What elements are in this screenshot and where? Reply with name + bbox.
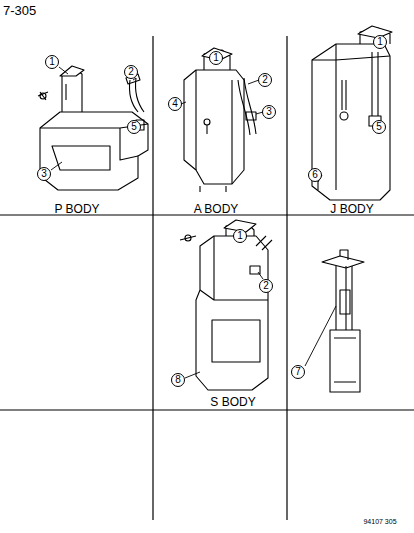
callout-number: 2 bbox=[262, 75, 268, 85]
callout-number: 1 bbox=[213, 53, 219, 63]
callout-circle: 7 bbox=[291, 365, 305, 379]
callout-circle: 1 bbox=[373, 35, 387, 49]
callout-circle: 5 bbox=[127, 120, 141, 134]
body-label: P BODY bbox=[54, 203, 99, 215]
body-label: S BODY bbox=[210, 396, 255, 408]
body-label: A BODY bbox=[194, 203, 239, 215]
callout-circle: 1 bbox=[233, 229, 247, 243]
figure-number: 94107 305 bbox=[363, 518, 396, 525]
body-label: J BODY bbox=[330, 203, 373, 215]
callout-number: 1 bbox=[377, 37, 383, 47]
callout-number: 5 bbox=[376, 122, 382, 132]
callout-circle: 2 bbox=[259, 279, 273, 293]
callout-number: 5 bbox=[131, 122, 137, 132]
callout-circle: 1 bbox=[209, 51, 223, 65]
callout-number: 3 bbox=[41, 169, 47, 179]
callout-number: 6 bbox=[312, 170, 318, 180]
callout-circle: 4 bbox=[168, 97, 182, 111]
callout-circle: 6 bbox=[308, 168, 322, 182]
callout-circle: 3 bbox=[37, 167, 51, 181]
callout-number: 2 bbox=[263, 281, 269, 291]
callout-number: 8 bbox=[175, 375, 181, 385]
callout-circle: 2 bbox=[124, 65, 138, 79]
callout-number: 1 bbox=[237, 231, 243, 241]
callout-number: 1 bbox=[49, 57, 55, 67]
callout-circle: 2 bbox=[258, 73, 272, 87]
callout-circle: 1 bbox=[45, 55, 59, 69]
callout-number: 2 bbox=[128, 67, 134, 77]
callout-circle: 3 bbox=[262, 105, 276, 119]
callout-number: 4 bbox=[172, 99, 178, 109]
callout-number: 7 bbox=[295, 367, 301, 377]
page-number: 7-305 bbox=[3, 4, 36, 17]
callout-circle: 5 bbox=[372, 120, 386, 134]
callout-circle: 8 bbox=[171, 373, 185, 387]
callout-number: 3 bbox=[266, 107, 272, 117]
